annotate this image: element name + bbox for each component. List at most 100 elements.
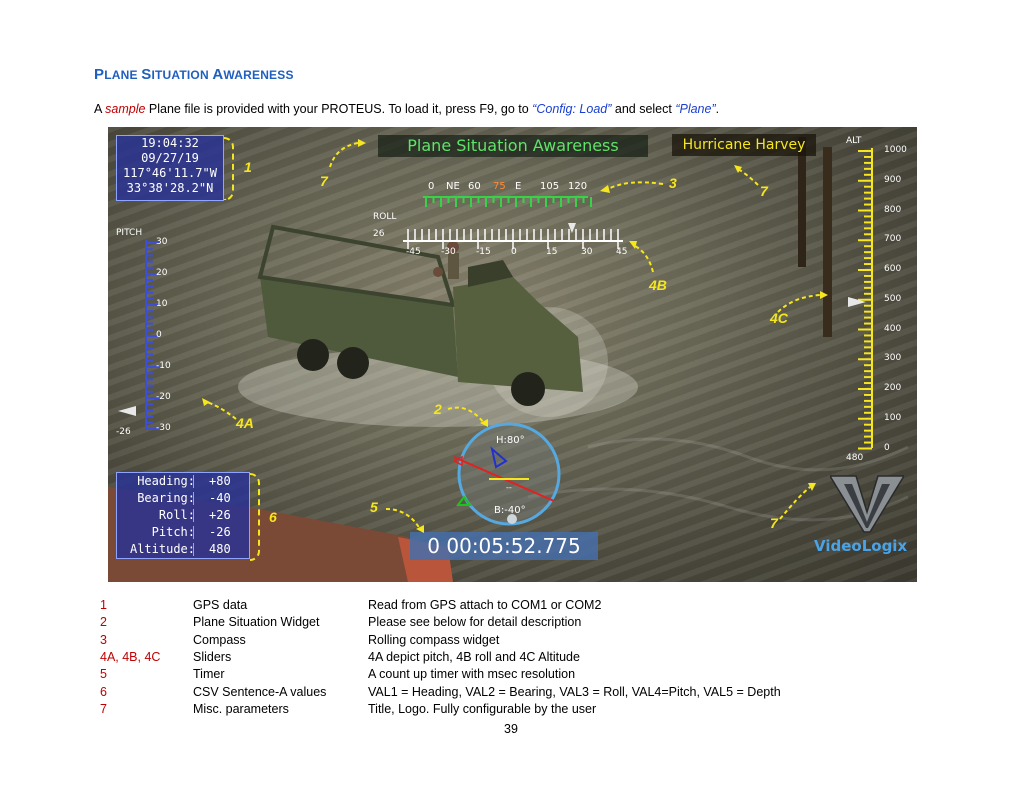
- roll-pointer: [568, 223, 576, 233]
- pitch-tick-label: 0: [156, 330, 162, 340]
- altitude-tick-label: 400: [884, 323, 902, 334]
- roll-tick-label: 30: [581, 247, 593, 257]
- widget-bearing: B:-40°: [494, 505, 526, 516]
- legend-number: 3: [100, 632, 107, 647]
- legend-number: 5: [100, 667, 107, 682]
- legend-number: 4A, 4B, 4C: [100, 649, 161, 664]
- altitude-tick-label: 700: [884, 234, 902, 245]
- hud-screenshot: 19:04:32 09/27/19 117°46'11.7"W 33°38'28…: [108, 127, 917, 582]
- gps-time: 19:04:32: [141, 136, 199, 150]
- callout-7-subtitle: 7: [760, 183, 768, 199]
- legend-name: GPS data: [193, 598, 248, 612]
- altitude-tick-label: 100: [884, 412, 902, 423]
- truck-bed: [260, 277, 458, 377]
- utility-pole-2: [823, 147, 832, 337]
- pitch-tick-label: -30: [156, 423, 171, 433]
- widget-heading-triangle: [490, 446, 508, 469]
- csv-divider: [193, 543, 194, 556]
- roll-tick-label: 0: [511, 247, 517, 257]
- legend-name: Compass: [193, 632, 246, 647]
- person-2: [433, 267, 443, 277]
- altitude-label: ALT: [846, 136, 862, 146]
- altitude-tick-label: 600: [884, 264, 902, 274]
- callout-7-logo: 7: [770, 515, 778, 531]
- pitch-tick-label: -20: [156, 392, 171, 402]
- altitude-tick-label: 0: [884, 442, 890, 453]
- wheel-2: [337, 347, 369, 379]
- altitude-tick-label: 500: [884, 293, 902, 304]
- altitude-tick-label: 300: [884, 353, 902, 364]
- callout-5: 5: [370, 499, 378, 515]
- intro-paragraph: A sample Plane file is provided with you…: [94, 102, 720, 116]
- callout-1-brace: [224, 137, 234, 201]
- pitch-tick-label: -10: [156, 361, 171, 371]
- roll-value: 26: [373, 229, 385, 239]
- pitch-label: PITCH: [116, 228, 143, 238]
- pitch-slider: [145, 240, 160, 430]
- csv-value: +80: [209, 474, 231, 488]
- csv-divider: [193, 509, 194, 522]
- csv-row: Heading: +80: [117, 473, 249, 490]
- legend-description: VAL1 = Heading, VAL2 = Bearing, VAL3 = R…: [368, 684, 781, 699]
- altitude-slider: [858, 148, 873, 450]
- csv-value: 480: [209, 542, 231, 556]
- callout-7-title: 7: [320, 173, 328, 189]
- gps-date: 09/27/19: [141, 151, 199, 165]
- compass-label: 120: [568, 181, 587, 192]
- person-1: [447, 241, 459, 253]
- compass-ticks: [425, 197, 592, 207]
- legend-number: 6: [100, 684, 107, 699]
- truck-frame: [257, 224, 456, 308]
- widget-bearing-marker: [456, 495, 472, 506]
- plane-situation-widget: [454, 422, 561, 526]
- csv-value: +26: [209, 508, 231, 522]
- legend-description: Title, Logo. Fully configurable by the u…: [368, 701, 597, 716]
- compass-label: E: [515, 181, 521, 192]
- legend-number: 7: [100, 701, 107, 716]
- person-1-body: [448, 253, 459, 279]
- csv-row: Altitude:480: [117, 541, 249, 558]
- hud-subtitle: Hurricane Harvey: [672, 134, 816, 156]
- csv-label: Heading:: [137, 474, 195, 488]
- roll-tick-label: -30: [441, 247, 456, 257]
- altitude-tick-label: 900: [884, 174, 902, 185]
- legend-description: Read from GPS attach to COM1 or COM2: [368, 598, 602, 612]
- page-heading: PLANE SITUATION AWARENESS: [94, 66, 294, 83]
- legend-description: Rolling compass widget: [368, 632, 500, 647]
- legend-number: 1: [100, 598, 107, 612]
- csv-divider: [193, 492, 194, 505]
- callout-4a: 4A: [236, 415, 254, 431]
- truck-window: [468, 260, 513, 287]
- roll-tick-label: 15: [546, 247, 558, 257]
- compass-label: 0: [428, 181, 434, 192]
- csv-divider: [193, 475, 194, 488]
- legend-description: 4A depict pitch, 4B roll and 4C Altitude: [368, 649, 580, 664]
- csv-divider: [193, 526, 194, 539]
- csv-label: Roll:: [158, 508, 195, 522]
- compass-label: NE: [446, 181, 460, 192]
- compass-label: 105: [540, 181, 559, 192]
- timer-display: 0 00:05:52.775: [410, 532, 598, 560]
- legend-row: 1 GPS data Read from GPS attach to COM1 or…: [0, 598, 1024, 615]
- altitude-pointer: [848, 297, 866, 307]
- callout-1: 1: [244, 159, 252, 175]
- legend-description: Please see below for detail description: [368, 615, 582, 630]
- widget-mid-text: --: [506, 483, 512, 492]
- callout-3: 3: [669, 175, 677, 191]
- pitch-tick-label: 20: [156, 268, 168, 278]
- wheel-3: [511, 372, 545, 406]
- widget-heading: H:80°: [496, 435, 525, 446]
- csv-row: Pitch:-26: [117, 524, 249, 541]
- widget-bottom-knob: [507, 514, 517, 524]
- altitude-tick-label: 200: [884, 383, 902, 393]
- callout-4b: 4B: [649, 277, 667, 293]
- sample-emphasis: sample: [105, 102, 146, 116]
